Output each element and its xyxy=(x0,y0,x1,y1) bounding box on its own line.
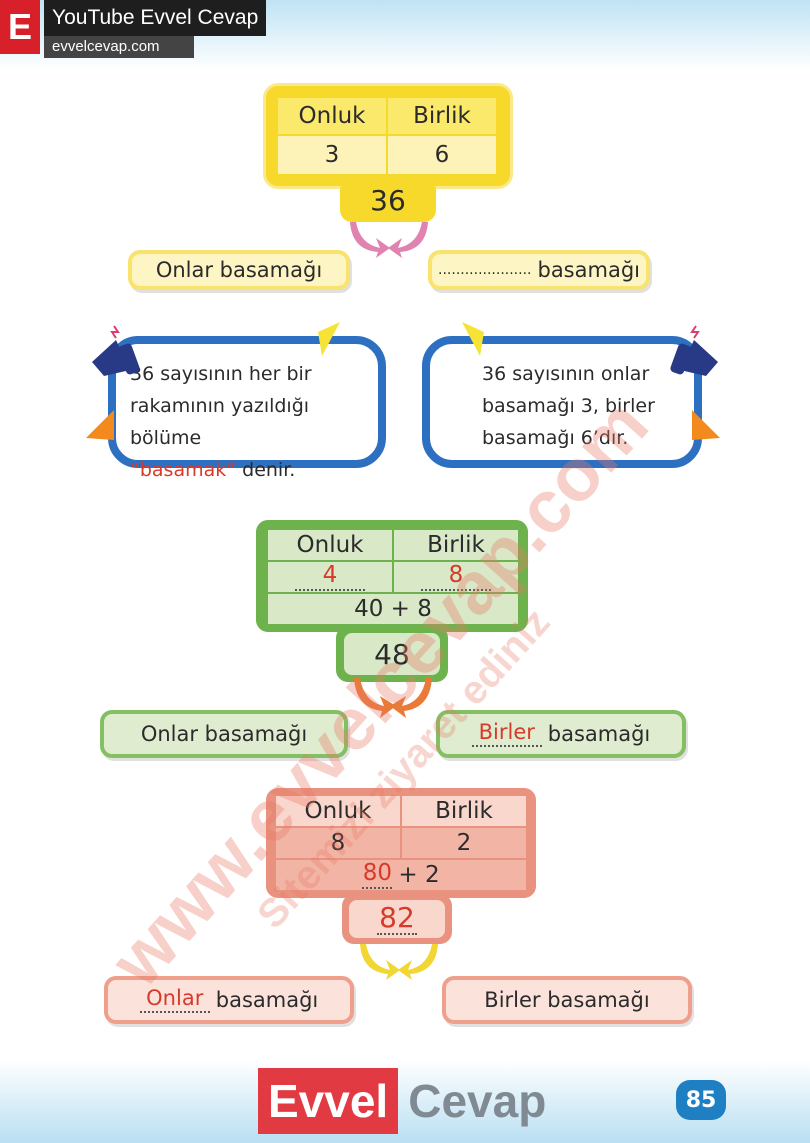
label-onlar-basamagi[interactable]: Onlar basamağı xyxy=(104,976,354,1024)
site-url[interactable]: evvelcevap.com xyxy=(44,36,194,58)
value-birlik: 2 xyxy=(402,828,526,858)
number-82-inner: 82 xyxy=(349,900,445,938)
answer-birlik-value: 8 xyxy=(421,563,491,591)
megaphone-icon xyxy=(670,325,718,376)
expanded-answer: 80 xyxy=(362,861,393,889)
channel-title: YouTube Evvel Cevap xyxy=(44,0,267,36)
header-onluk: Onluk xyxy=(276,796,400,826)
answer-birler: Birler xyxy=(471,721,542,747)
header-birlik: Birlik xyxy=(388,98,496,134)
label-word: basamağı xyxy=(537,258,640,282)
megaphone-icon xyxy=(92,325,140,376)
info-left-end: denir. xyxy=(242,459,296,481)
answer-birlik[interactable]: 8 xyxy=(394,562,518,592)
answer-onluk-value: 4 xyxy=(295,563,365,591)
number-answer: 82 xyxy=(377,902,417,936)
label-birler-basamagi[interactable]: Birler basamağı xyxy=(436,710,686,758)
expanded-form[interactable]: 80 + 2 xyxy=(276,860,526,890)
expanded-form: 40 + 8 xyxy=(268,594,518,624)
expanded-rest: + 2 xyxy=(398,862,440,888)
label-word: basamağı xyxy=(547,722,651,746)
header-onluk: Onluk xyxy=(278,98,386,134)
value-onluk: 3 xyxy=(278,136,386,174)
info-left-line-1: 36 sayısının her bir xyxy=(130,363,312,385)
place-value-board-48: Onluk Birlik 4 8 40 + 8 xyxy=(256,520,528,632)
brand-logo-letter: E xyxy=(0,0,40,54)
info-box-left: 36 sayısının her bir rakamının yazıldığı… xyxy=(108,336,386,481)
number-36: 36 xyxy=(340,178,436,222)
label-blank-basamagi[interactable]: ..................... basamağı xyxy=(428,250,650,290)
info-left-line-3: “basamak” denir. xyxy=(130,454,364,486)
footer-logo: Evvel Cevap xyxy=(258,1068,556,1134)
number-48-inner: 48 xyxy=(344,633,440,675)
place-value-board-82: Onluk Birlik 8 2 80 + 2 xyxy=(266,788,536,898)
triangle-yellow-icon xyxy=(462,322,484,356)
header-onluk: Onluk xyxy=(268,530,392,560)
bottom-band xyxy=(0,1060,810,1143)
footer-logo-evvel: Evvel xyxy=(258,1068,399,1134)
blank-fill[interactable]: ..................... xyxy=(438,262,532,278)
label-onlar-basamagi: Onlar basamağı xyxy=(100,710,348,758)
triangle-orange-icon xyxy=(692,410,720,440)
triangle-yellow-icon xyxy=(318,322,340,356)
header-birlik: Birlik xyxy=(402,796,526,826)
info-left-line-2: rakamının yazıldığı bölüme xyxy=(130,395,310,449)
value-birlik: 6 xyxy=(388,136,496,174)
page-number: 85 xyxy=(676,1080,726,1120)
footer-logo-cevap: Cevap xyxy=(408,1075,547,1127)
highlight-basamak: “basamak” xyxy=(130,459,237,481)
label-onlar-basamagi: Onlar basamağı xyxy=(128,250,350,290)
answer-onlar: Onlar xyxy=(139,987,210,1013)
info-right-line-2: basamağı 3, birler xyxy=(482,395,655,417)
info-box-right: 36 sayısının onlar basamağı 3, birler ba… xyxy=(422,336,702,468)
label-birler-basamagi: Birler basamağı xyxy=(442,976,692,1024)
header-birlik: Birlik xyxy=(394,530,518,560)
label-word: basamağı xyxy=(215,988,319,1012)
curved-arrows-icon xyxy=(350,222,428,258)
place-value-board-36: Onluk Birlik 3 6 xyxy=(266,86,510,186)
number-82[interactable]: 82 xyxy=(342,894,452,944)
curved-arrows-icon xyxy=(360,944,438,980)
curved-arrows-icon xyxy=(354,678,432,718)
triangle-orange-icon xyxy=(86,410,114,440)
number-48: 48 xyxy=(336,626,448,682)
answer-onluk[interactable]: 4 xyxy=(268,562,392,592)
info-right-line-1: 36 sayısının onlar xyxy=(482,363,650,385)
value-onluk: 8 xyxy=(276,828,400,858)
info-right-line-3: basamağı 6’dır. xyxy=(482,427,629,449)
